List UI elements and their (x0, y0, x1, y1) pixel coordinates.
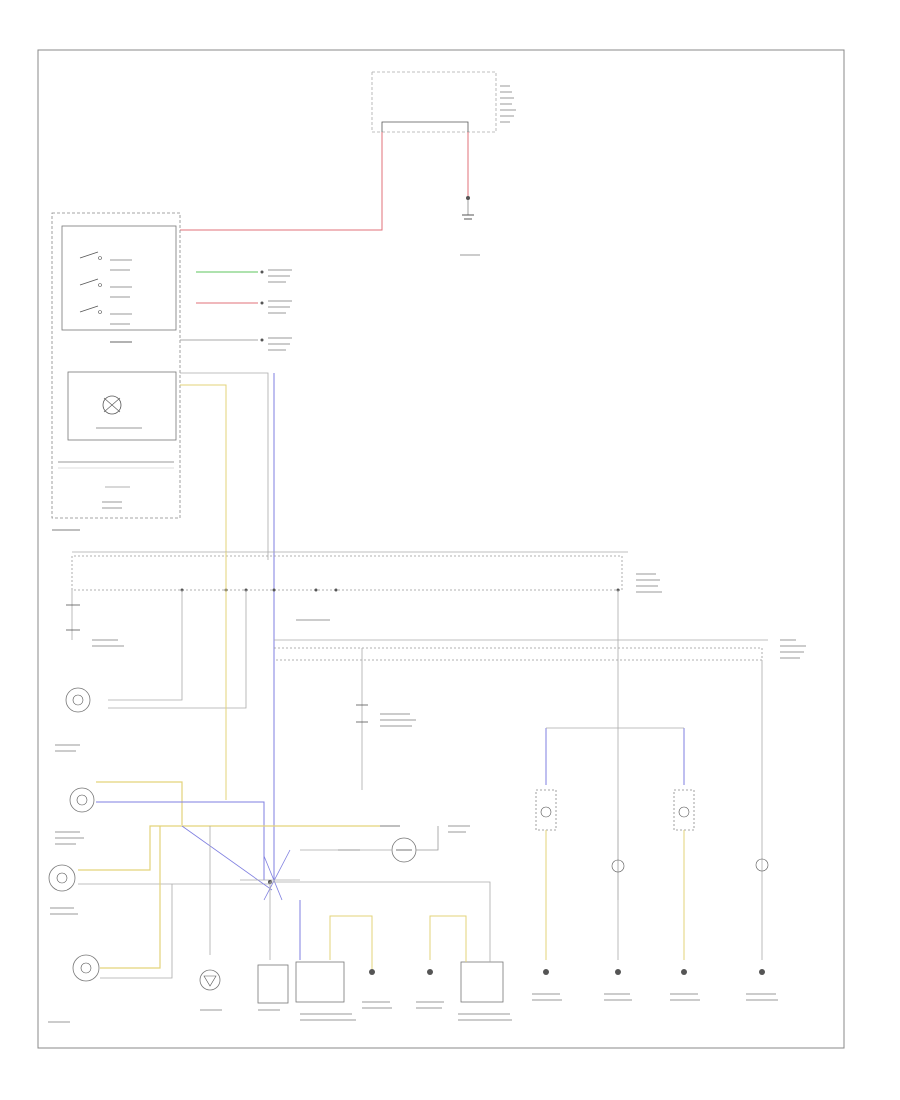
dome-light (55, 787, 95, 845)
wire-red-feed (180, 132, 383, 231)
bus-2 (274, 647, 763, 661)
connector-labels-right (260, 269, 292, 351)
bus-2-label (780, 639, 806, 659)
fuse-junction-block (71, 551, 662, 621)
courtesy-lamp-right (673, 728, 695, 975)
wire-blue-dome (96, 801, 265, 880)
rear-dome-light (48, 954, 100, 1023)
diagram-frame (37, 49, 845, 1049)
ground-point-1 (199, 969, 221, 991)
ground-splice (181, 825, 491, 960)
wire-gray-illum (180, 372, 269, 560)
courtesy-lamp-left (535, 728, 557, 975)
fuse-block-top-label (500, 85, 516, 123)
fuse-block-top (371, 71, 516, 133)
right-drops (611, 660, 769, 975)
wire-yellow-dome (96, 781, 183, 825)
hood-light (55, 590, 124, 752)
wire-gray-rear (100, 884, 173, 979)
bottom-modules (199, 915, 504, 1004)
light-switch (51, 212, 181, 531)
battery (460, 196, 480, 256)
wire-yellow-rear (100, 826, 161, 969)
bottom-labels (200, 993, 778, 1021)
trunk-light (300, 825, 470, 863)
wire-yellow-map (78, 825, 380, 871)
illumination-lamp (96, 395, 142, 429)
door-jamb-switch (356, 704, 416, 727)
map-light (48, 864, 78, 915)
wire-yellow-illum (180, 384, 227, 552)
